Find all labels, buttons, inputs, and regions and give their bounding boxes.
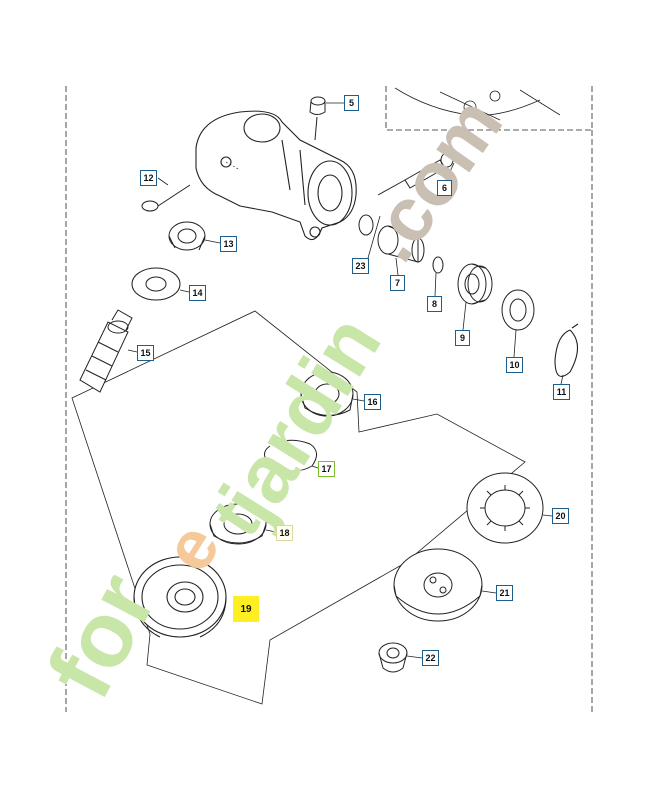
gear-housing (195, 110, 357, 241)
part-21-disc (393, 548, 483, 622)
callout-11: 11 (553, 384, 570, 400)
part-22-nut (378, 642, 408, 673)
callout-6: 6 (437, 180, 452, 196)
part-16-bearing (300, 371, 354, 417)
part-10-seal (501, 289, 535, 331)
callout-10: 10 (506, 357, 523, 373)
part-5-screw (309, 96, 326, 141)
callout-21: 21 (496, 585, 513, 601)
callout-19: 19 (233, 596, 259, 622)
inset-detail (394, 87, 561, 121)
part-23-ring (358, 214, 374, 236)
part-19-gear-dish (133, 556, 227, 638)
callout-14: 14 (189, 285, 206, 301)
callout-18: 18 (276, 525, 293, 541)
part-15-shaft (79, 309, 133, 393)
part-9-bearing (457, 263, 493, 305)
callout-22: 22 (422, 650, 439, 666)
callout-5: 5 (344, 95, 359, 111)
part-8-circlip (432, 256, 444, 274)
callout-8: 8 (427, 296, 442, 312)
callout-23: 23 (352, 258, 369, 274)
callout-12: 12 (140, 170, 157, 186)
callout-20: 20 (552, 508, 569, 524)
callout-15: 15 (137, 345, 154, 361)
callout-13: 13 (220, 236, 237, 252)
part-18-seal (209, 503, 267, 545)
part-13-bearing (168, 221, 206, 251)
part-6-bolt (377, 152, 454, 196)
callout-7: 7 (390, 275, 405, 291)
inset-box (385, 86, 593, 131)
part-12-screw (141, 184, 191, 212)
callout-17: 17 (318, 461, 335, 477)
part-20-thrust-washer (466, 472, 544, 544)
callout-9: 9 (455, 330, 470, 346)
callout-16: 16 (364, 394, 381, 410)
part-7-pinion (377, 225, 425, 263)
part-14-washer (131, 267, 181, 301)
part-11-circlip (554, 323, 579, 377)
